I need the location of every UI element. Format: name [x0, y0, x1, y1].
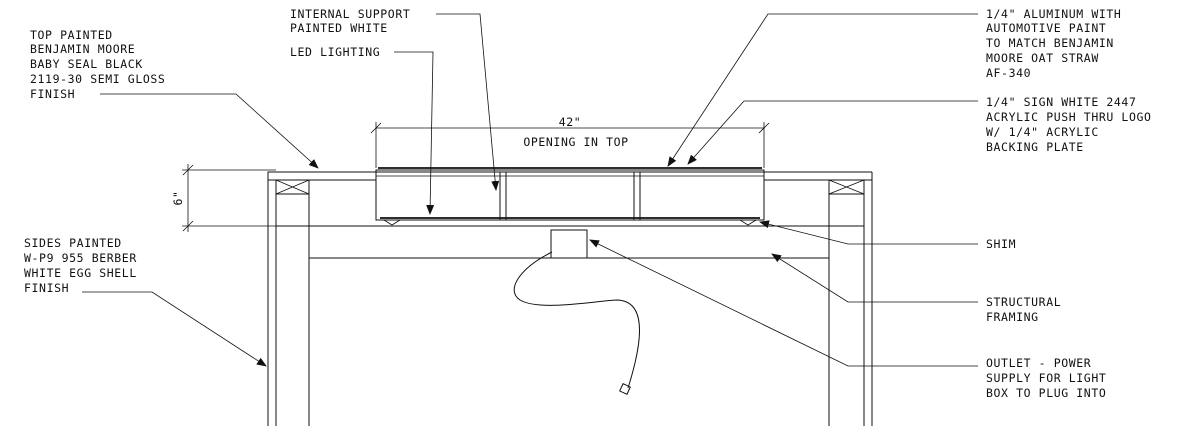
side-panel-right: [828, 172, 873, 426]
callout-structural-framing: STRUCTURAL FRAMING: [986, 295, 1061, 324]
svg-text:TO MATCH BENJAMIN: TO MATCH BENJAMIN: [986, 36, 1114, 50]
depth-label: 6": [171, 190, 185, 205]
svg-text:FINISH: FINISH: [24, 281, 69, 295]
svg-text:ACRYLIC PUSH THRU LOGO: ACRYLIC PUSH THRU LOGO: [986, 110, 1152, 124]
leader-led-lighting: [394, 51, 435, 215]
svg-text:W/ 1/4" ACRYLIC: W/ 1/4" ACRYLIC: [986, 125, 1099, 139]
svg-text:STRUCTURAL: STRUCTURAL: [986, 295, 1061, 309]
svg-text:W-P9 955 BERBER: W-P9 955 BERBER: [24, 251, 137, 265]
svg-text:BACKING PLATE: BACKING PLATE: [986, 140, 1084, 154]
svg-text:AF-340: AF-340: [986, 66, 1031, 80]
leader-top-finish: [100, 93, 319, 169]
leader-structural-framing: [771, 253, 978, 303]
svg-text:FRAMING: FRAMING: [986, 310, 1039, 324]
svg-text:PAINTED WHITE: PAINTED WHITE: [290, 21, 388, 35]
dimension-opening-width: [370, 122, 770, 168]
framing-block-right: [828, 179, 865, 195]
light-box: [375, 167, 765, 226]
svg-text:BOX TO PLUG INTO: BOX TO PLUG INTO: [986, 386, 1106, 400]
callout-led-lighting: LED LIGHTING: [290, 45, 380, 59]
svg-text:SIDES PAINTED: SIDES PAINTED: [24, 236, 122, 250]
svg-text:INTERNAL SUPPORT: INTERNAL SUPPORT: [290, 7, 410, 21]
leader-aluminum: [667, 13, 978, 167]
power-cord: [513, 251, 640, 395]
callout-top-finish: TOP PAINTED BENJAMIN MOORE BABY SEAL BLA…: [30, 28, 165, 101]
svg-text:AUTOMOTIVE PAINT: AUTOMOTIVE PAINT: [986, 21, 1106, 35]
svg-text:SHIM: SHIM: [986, 237, 1016, 251]
leader-internal-support: [436, 13, 500, 191]
leader-outlet: [589, 239, 978, 367]
opening-width-label: 42": [559, 115, 582, 129]
opening-caption: OPENING IN TOP: [523, 135, 628, 149]
dimension-depth: [182, 164, 276, 232]
leader-acrylic-sign: [687, 100, 978, 165]
callout-aluminum: 1/4" ALUMINUM WITH AUTOMOTIVE PAINT TO M…: [986, 7, 1121, 80]
callout-sides-finish: SIDES PAINTED W-P9 955 BERBER WHITE EGG …: [24, 236, 137, 295]
framing-block-left: [275, 179, 310, 195]
side-panel-left: [267, 172, 310, 426]
leader-sides-finish: [82, 291, 267, 367]
svg-text:1/4" SIGN WHITE 2447: 1/4" SIGN WHITE 2447: [986, 95, 1136, 109]
svg-text:SUPPLY FOR LIGHT: SUPPLY FOR LIGHT: [986, 371, 1106, 385]
leader-shim: [759, 220, 978, 245]
outlet-box: [550, 229, 588, 259]
svg-text:WHITE EGG SHELL: WHITE EGG SHELL: [24, 266, 137, 280]
svg-text:BABY SEAL BLACK: BABY SEAL BLACK: [30, 57, 143, 71]
svg-text:2119-30 SEMI GLOSS: 2119-30 SEMI GLOSS: [30, 72, 165, 86]
callout-acrylic-sign: 1/4" SIGN WHITE 2447 ACRYLIC PUSH THRU L…: [986, 95, 1152, 154]
callout-outlet: OUTLET - POWER SUPPLY FOR LIGHT BOX TO P…: [986, 356, 1106, 400]
svg-text:FINISH: FINISH: [30, 87, 75, 101]
svg-text:1/4" ALUMINUM WITH: 1/4" ALUMINUM WITH: [986, 7, 1121, 21]
structural-framing-beam: [276, 225, 864, 259]
svg-text:OUTLET - POWER: OUTLET - POWER: [986, 356, 1091, 370]
callout-internal-support: INTERNAL SUPPORT PAINTED WHITE: [290, 7, 410, 35]
svg-text:TOP PAINTED: TOP PAINTED: [30, 28, 113, 42]
callout-shim: SHIM: [986, 237, 1016, 251]
svg-text:LED LIGHTING: LED LIGHTING: [290, 45, 380, 59]
svg-text:MOORE OAT STRAW: MOORE OAT STRAW: [986, 51, 1099, 65]
svg-text:BENJAMIN MOORE: BENJAMIN MOORE: [30, 42, 135, 56]
